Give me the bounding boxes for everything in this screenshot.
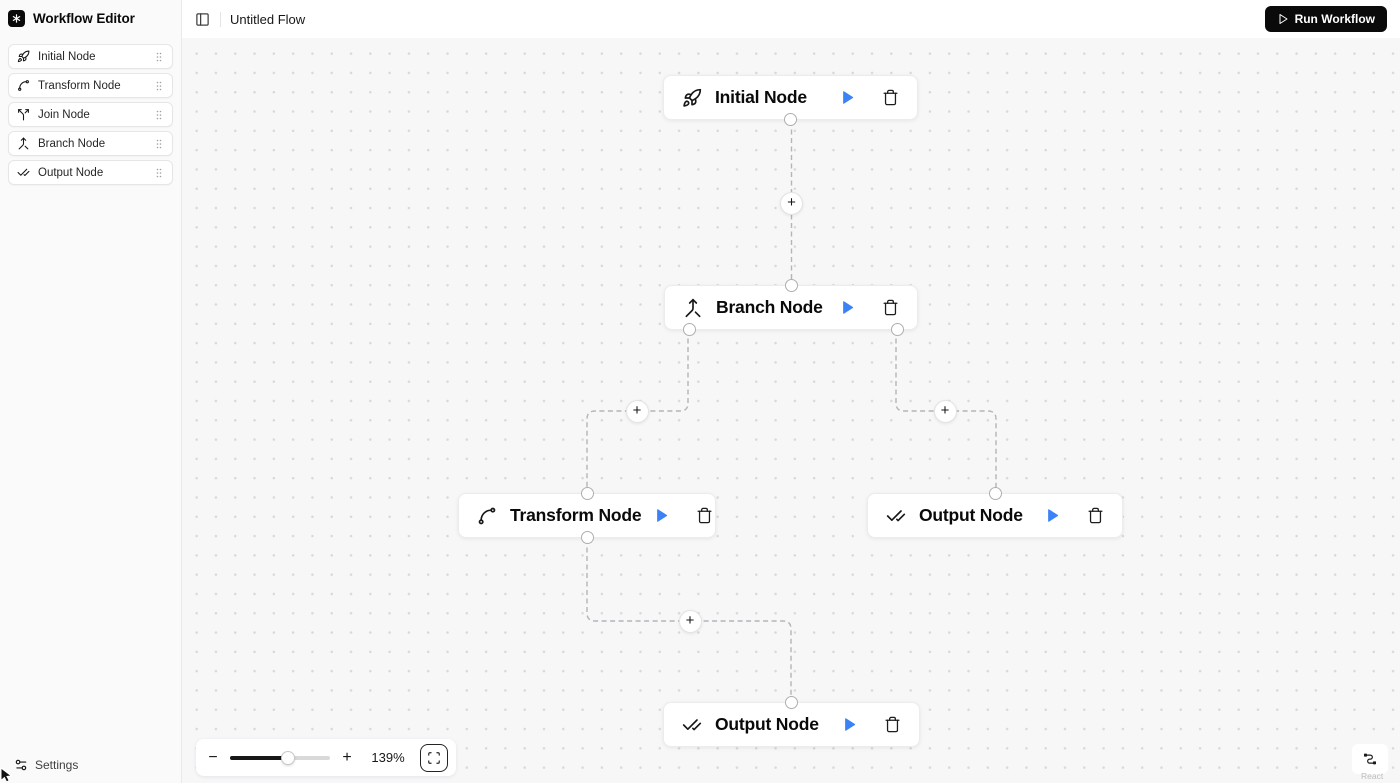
plus-icon: + [940,402,950,419]
node-branch[interactable]: Branch Node [664,279,918,336]
zoom-percent: 139% [371,750,405,765]
grip-vertical-icon[interactable] [153,80,165,92]
run-node-button[interactable] [1045,508,1060,523]
run-workflow-label: Run Workflow [1294,12,1375,26]
sidebar: Workflow Editor Initial Node Transform N… [0,0,182,783]
split-arrows-icon [17,108,30,121]
merge-arrows-icon [683,298,703,318]
trash-icon [885,716,900,733]
node-title: Initial Node [715,87,807,107]
zoom-slider-fill [230,755,288,760]
run-node-button[interactable] [842,717,857,732]
source-handle-left[interactable] [682,323,696,336]
node-palette: Initial Node Transform Node Join Node [0,35,181,194]
trash-icon [883,299,898,316]
trash-icon [883,89,898,106]
settings-button[interactable]: Settings [14,758,78,772]
palette-item-output-node[interactable]: Output Node [8,160,173,185]
double-check-icon [886,506,906,526]
plus-icon: + [787,194,796,211]
play-icon [1279,14,1288,24]
delete-node-button[interactable] [1087,507,1104,524]
source-handle[interactable] [580,531,594,544]
topbar: Untitled Flow Run Workflow [182,0,1400,38]
play-icon [843,91,854,104]
play-icon [843,301,854,314]
delete-node-button[interactable] [696,507,713,524]
palette-item-label: Output Node [38,166,104,179]
rocket-icon [682,88,702,108]
node-title: Output Node [715,714,819,734]
run-node-button[interactable] [840,90,855,105]
zoom-controls: − + 139% [196,739,456,776]
delete-node-button[interactable] [882,299,899,316]
delete-node-button[interactable] [884,716,901,733]
flow-canvas[interactable] [182,38,1400,783]
zoom-slider[interactable] [230,750,330,765]
trash-icon [697,507,712,524]
zoom-slider-thumb[interactable] [281,750,295,765]
topbar-divider [220,11,221,27]
palette-item-label: Join Node [38,108,90,121]
sidebar-header: Workflow Editor [0,0,181,35]
merge-arrows-icon [17,137,30,150]
run-node-button[interactable] [840,300,855,315]
source-handle[interactable] [784,113,797,126]
palette-item-join-node[interactable]: Join Node [8,102,173,127]
zoom-in-button[interactable]: + [338,746,356,770]
grip-vertical-icon[interactable] [153,109,165,121]
node-transform[interactable]: Transform Node [458,487,716,544]
node-output-bottom[interactable]: Output Node [663,696,920,747]
add-node-on-edge-button[interactable]: + [625,399,649,423]
react-flow-logo-panel[interactable] [1352,744,1388,774]
node-title: Output Node [919,505,1023,525]
rocket-icon [17,50,30,63]
target-handle[interactable] [580,487,594,500]
palette-item-initial-node[interactable]: Initial Node [8,44,173,69]
plus-icon: + [685,612,695,629]
target-handle[interactable] [988,487,1002,500]
sliders-icon [14,758,28,772]
app-title: Workflow Editor [33,11,135,26]
grip-vertical-icon[interactable] [153,51,165,63]
node-title: Branch Node [716,297,823,317]
app-logo-icon [8,10,25,27]
add-node-on-edge-button[interactable]: + [933,399,957,423]
settings-label: Settings [35,758,79,772]
grip-vertical-icon[interactable] [153,167,165,179]
maximize-icon [428,751,440,764]
spline-icon [17,79,30,92]
palette-item-label: Branch Node [38,137,106,150]
react-flow-attribution[interactable]: React Flow [1361,771,1384,783]
add-node-on-edge-button[interactable]: + [678,609,702,633]
source-handle-right[interactable] [890,323,904,336]
grip-vertical-icon[interactable] [153,138,165,150]
play-icon [845,718,856,731]
node-title: Transform Node [510,505,642,525]
react-flow-logo-icon [1364,753,1376,765]
run-node-button[interactable] [654,508,669,523]
double-check-icon [17,166,30,179]
add-node-on-edge-button[interactable]: + [780,191,803,215]
target-handle[interactable] [784,279,798,292]
trash-icon [1088,507,1103,524]
palette-item-transform-node[interactable]: Transform Node [8,73,173,98]
plus-icon: + [632,402,642,419]
target-handle[interactable] [785,696,798,709]
palette-item-label: Initial Node [38,50,96,63]
spline-icon [477,506,497,526]
zoom-out-button[interactable]: − [204,746,222,770]
play-icon [657,509,668,522]
panel-left-toggle[interactable] [195,12,210,27]
node-initial[interactable]: Initial Node [663,75,918,126]
delete-node-button[interactable] [882,89,899,106]
palette-item-label: Transform Node [38,79,121,92]
double-check-icon [682,715,702,735]
palette-item-branch-node[interactable]: Branch Node [8,131,173,156]
run-workflow-button[interactable]: Run Workflow [1264,6,1387,32]
fit-view-button[interactable] [420,743,448,772]
node-output-right[interactable]: Output Node [867,487,1123,538]
flow-name[interactable]: Untitled Flow [230,11,306,27]
play-icon [1048,509,1059,522]
